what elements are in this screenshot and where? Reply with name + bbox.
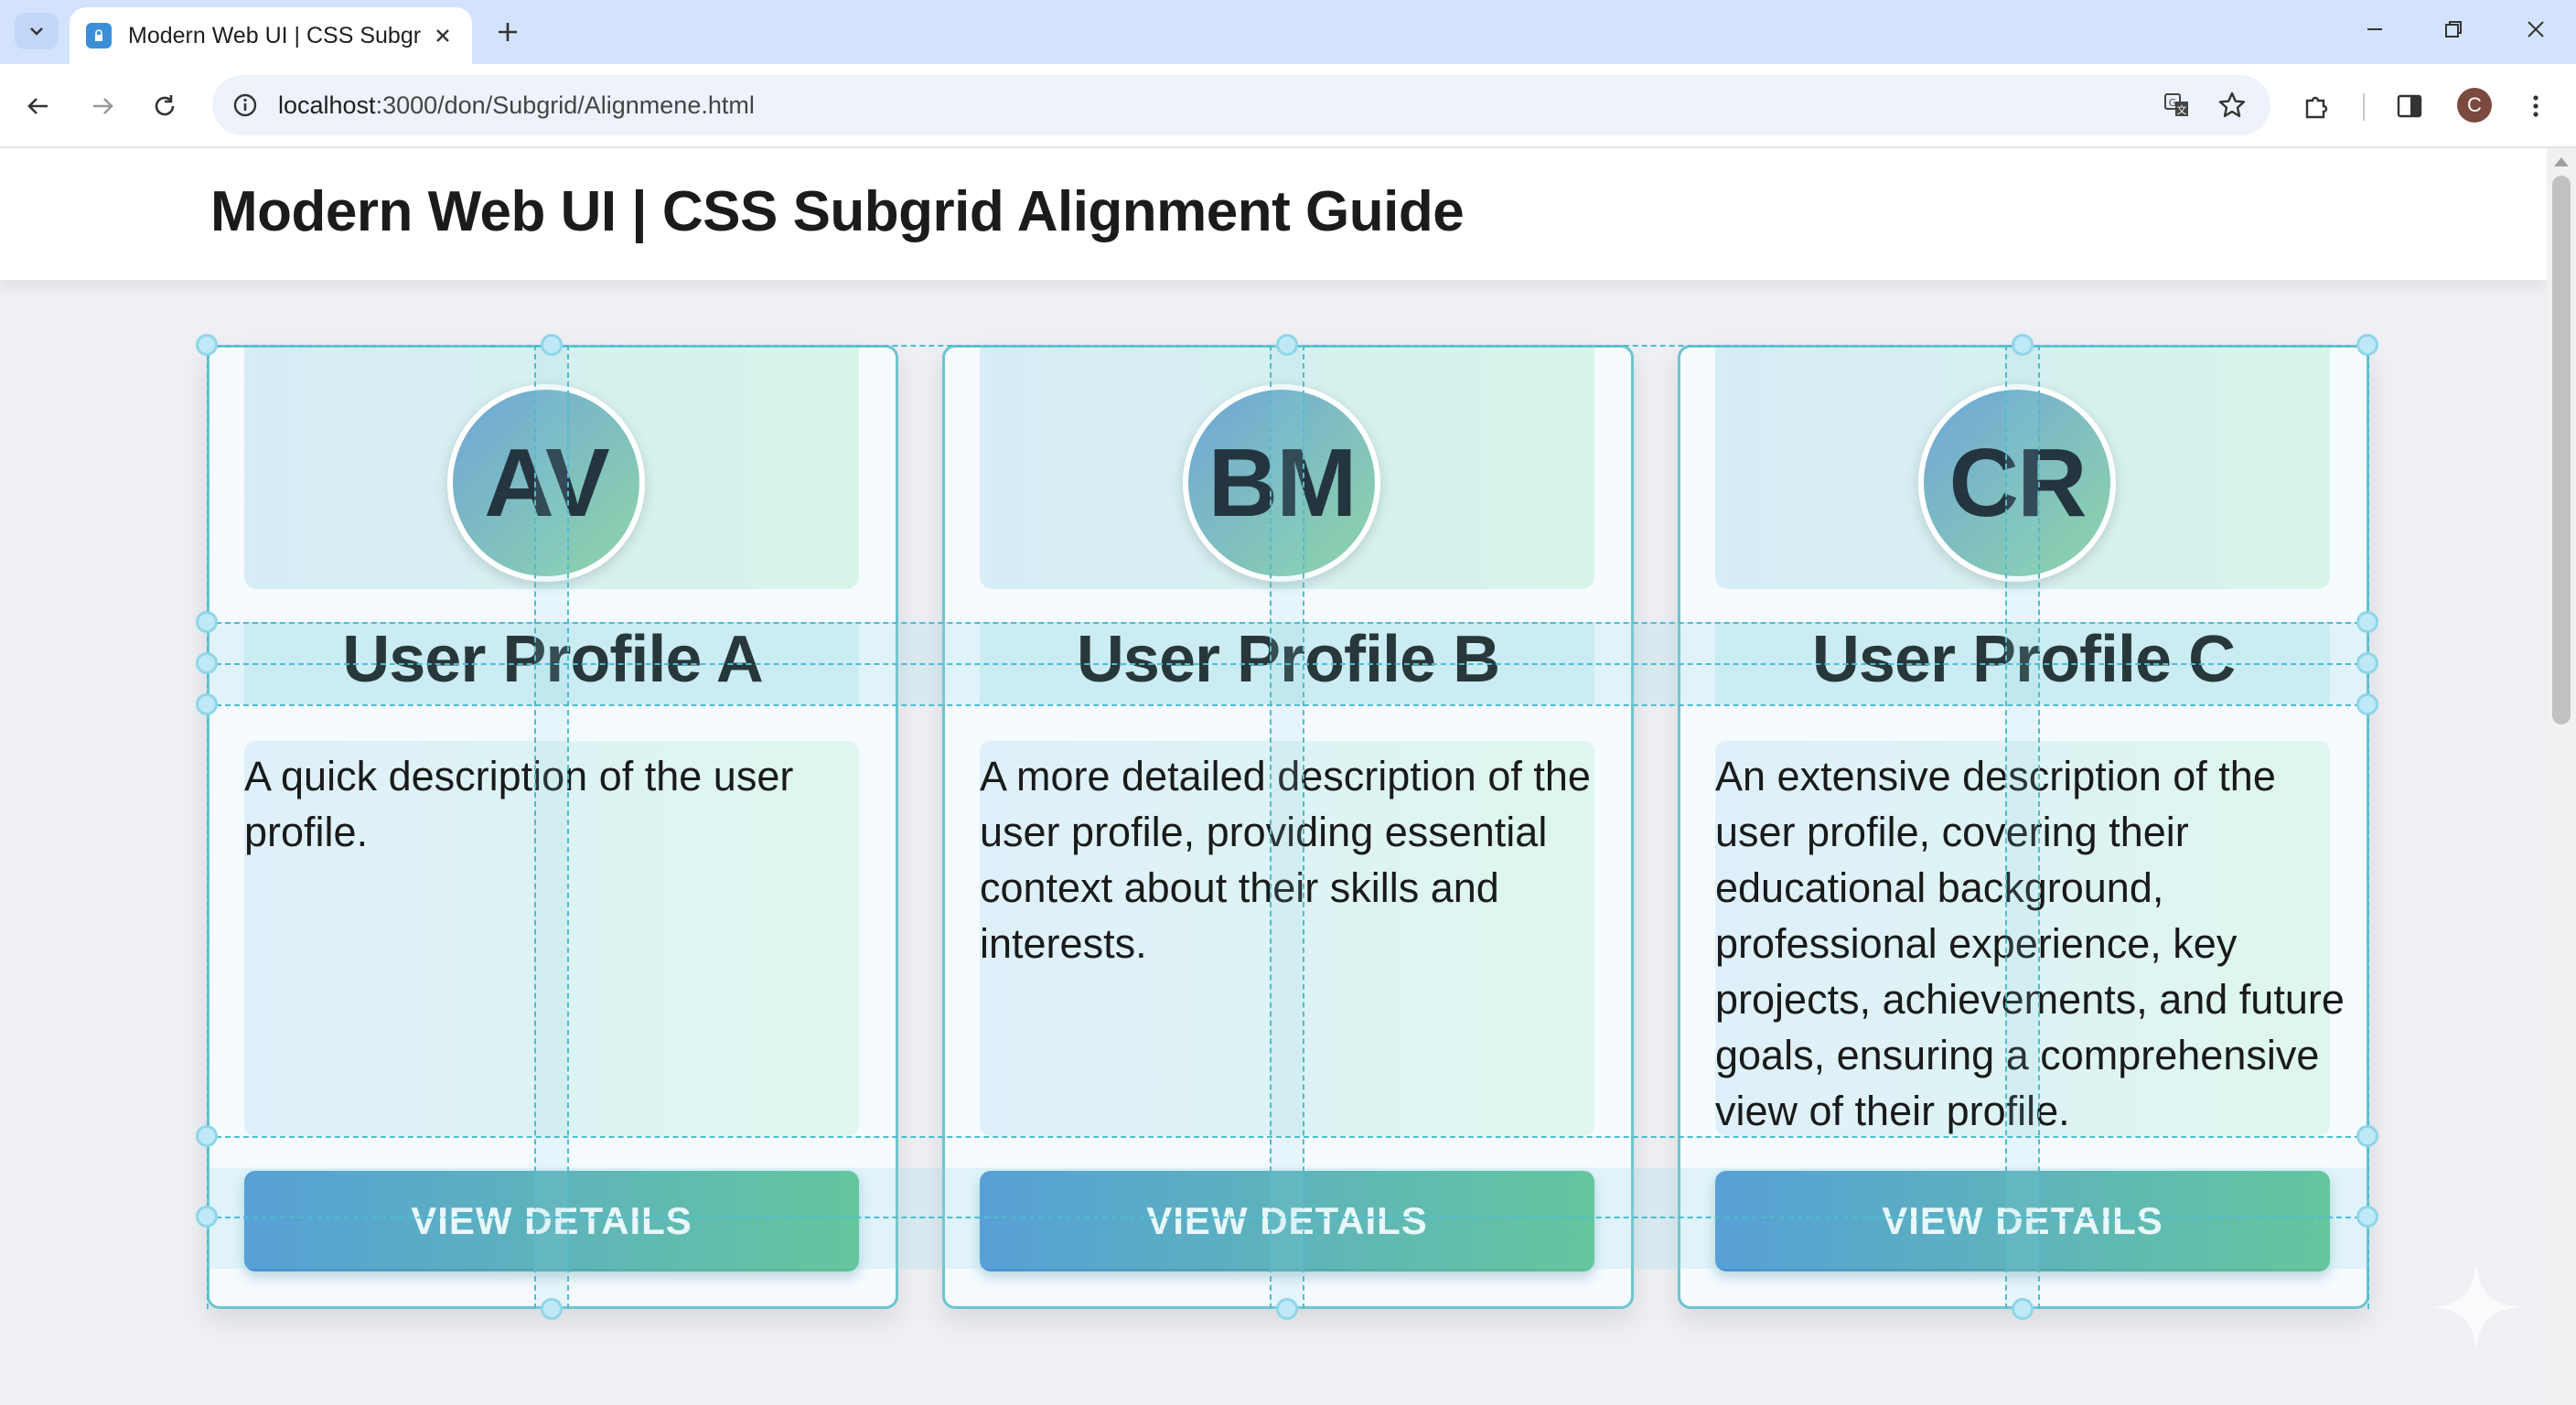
url-text: localhost:3000/don/Subgrid/Alignmene.htm…	[278, 91, 755, 120]
tab-close-button[interactable]	[430, 23, 456, 48]
reload-icon	[155, 95, 175, 116]
browser-menu-button[interactable]	[2516, 86, 2556, 126]
star-icon	[2218, 91, 2246, 117]
profile-avatar[interactable]: C	[2457, 88, 2492, 123]
avatar-initials: BM	[1208, 428, 1358, 537]
scrollbar-thumb[interactable]	[2552, 176, 2571, 724]
card-description-area	[244, 741, 859, 1136]
arrow-right-icon	[93, 98, 113, 114]
more-vertical-icon	[2533, 95, 2538, 117]
translate-icon: 文G	[2164, 93, 2188, 116]
card-avatar: CR	[1918, 384, 2116, 582]
card-name: User Profile B	[1076, 623, 1500, 696]
profile-card-a: AV User Profile A A quick description of…	[207, 345, 898, 1309]
minimize-button[interactable]	[2347, 11, 2402, 48]
card-description-area	[1715, 741, 2330, 1136]
plus-icon	[499, 23, 517, 41]
close-window-button[interactable]	[2508, 11, 2563, 48]
view-details-button[interactable]: VIEW DETAILS	[980, 1171, 1594, 1271]
bookmark-button[interactable]	[2212, 85, 2252, 125]
puzzle-icon	[2305, 96, 2328, 119]
new-tab-button[interactable]	[490, 15, 525, 49]
address-bar[interactable]: localhost:3000/don/Subgrid/Alignmene.htm…	[212, 75, 2270, 135]
browser-toolbar: localhost:3000/don/Subgrid/Alignmene.htm…	[0, 64, 2576, 148]
svg-text:G: G	[2169, 97, 2177, 109]
favicon-icon	[86, 23, 112, 48]
close-icon	[436, 29, 449, 42]
close-icon	[2528, 21, 2544, 38]
restore-button[interactable]	[2426, 11, 2481, 48]
site-info-button[interactable]	[225, 85, 265, 125]
tab-title: Modern Web UI | CSS Subgrid	[128, 22, 421, 48]
card-description: An extensive description of the user pro…	[1715, 753, 2345, 1134]
active-tab[interactable]: Modern Web UI | CSS Subgrid	[70, 7, 472, 64]
side-panel-button[interactable]	[2389, 86, 2430, 126]
card-name: User Profile C	[1811, 623, 2236, 696]
card-description-area	[980, 741, 1594, 1136]
profile-card-b: BM User Profile B A more detailed descri…	[942, 345, 1634, 1309]
sparkle-icon	[2431, 1261, 2522, 1353]
page-header: Modern Web UI | CSS Subgrid Alignment Gu…	[0, 148, 2547, 280]
card-name: User Profile A	[342, 623, 763, 696]
reload-button[interactable]	[145, 86, 185, 126]
toolbar-divider	[2363, 93, 2365, 121]
avatar-initials: CR	[1948, 428, 2087, 537]
minimize-icon	[2367, 28, 2382, 30]
info-icon	[233, 93, 257, 117]
page-scrollbar[interactable]	[2547, 148, 2576, 1405]
url-host: localhost	[278, 91, 376, 119]
view-details-button[interactable]: VIEW DETAILS	[244, 1171, 859, 1271]
profile-card-c: CR User Profile C An extensive descripti…	[1678, 345, 2369, 1309]
chevron-down-icon	[30, 27, 43, 36]
side-panel-icon	[2397, 94, 2422, 118]
page-viewport: Modern Web UI | CSS Subgrid Alignment Gu…	[0, 148, 2547, 1405]
view-details-button[interactable]: VIEW DETAILS	[1715, 1171, 2330, 1271]
card-description: A more detailed description of the user …	[980, 753, 1591, 967]
arrow-left-icon	[27, 98, 48, 114]
tab-search-button[interactable]	[15, 13, 59, 49]
extensions-button[interactable]	[2296, 86, 2336, 126]
tab-strip: Modern Web UI | CSS Subgrid	[0, 0, 2576, 64]
forward-button[interactable]	[82, 86, 123, 126]
card-avatar: BM	[1183, 384, 1380, 582]
scroll-up-arrow-icon[interactable]	[2554, 157, 2569, 166]
restore-icon	[2445, 21, 2462, 38]
back-button[interactable]	[18, 86, 59, 126]
avatar-initials: AV	[484, 428, 609, 537]
page-title: Modern Web UI | CSS Subgrid Alignment Gu…	[210, 180, 1465, 243]
url-path: :3000/don/Subgrid/Alignmene.html	[375, 91, 755, 119]
card-description: A quick description of the user profile.	[244, 753, 794, 855]
card-avatar: AV	[447, 384, 645, 582]
svg-text:文: 文	[2177, 103, 2187, 116]
